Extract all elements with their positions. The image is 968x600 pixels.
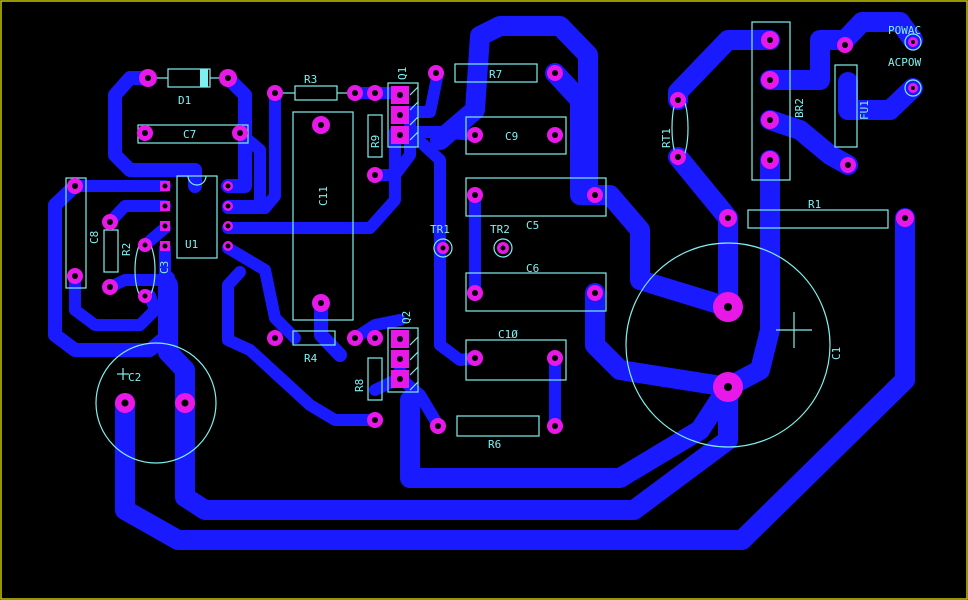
designators: D1 R3 Q1 R7 C7 R9 C9 C11 C8 R2 C3 U1 TR1… xyxy=(88,24,921,451)
label-fu1: FU1 xyxy=(858,100,871,120)
label-r9: R9 xyxy=(369,135,382,148)
r1-pads xyxy=(719,209,914,227)
label-rt1: RT1 xyxy=(660,128,673,148)
trace-q1-r7 xyxy=(404,67,444,118)
c10-pads xyxy=(467,350,563,366)
c3-pads xyxy=(138,238,152,303)
r3-pads xyxy=(267,85,363,101)
c2-pads xyxy=(115,393,195,413)
c5-pads xyxy=(467,187,603,203)
label-acpow: ACPOW xyxy=(888,56,921,69)
trace-q2-r8 xyxy=(222,266,381,426)
trace-c8-loop xyxy=(48,179,175,357)
label-r4: R4 xyxy=(304,352,318,365)
label-c3: C3 xyxy=(158,261,171,274)
label-c8: C8 xyxy=(88,231,101,244)
r8-pads xyxy=(367,412,383,428)
c11-pads xyxy=(312,116,330,312)
label-br2: BR2 xyxy=(793,98,806,118)
pads xyxy=(67,31,918,434)
rt1-pads xyxy=(670,92,686,165)
r9-pads xyxy=(367,167,383,183)
r6-pads xyxy=(430,418,563,434)
label-r6: R6 xyxy=(488,438,501,451)
label-tr1: TR1 xyxy=(430,223,450,236)
d1-pads xyxy=(139,69,237,87)
label-r8: R8 xyxy=(353,379,366,392)
label-d1: D1 xyxy=(178,94,191,107)
silkscreen xyxy=(65,21,922,464)
trace-q1-c9 xyxy=(404,126,481,141)
trace-to-c1-plus xyxy=(400,377,738,488)
label-c10: C1Ø xyxy=(498,328,518,341)
label-q2: Q2 xyxy=(400,311,413,324)
label-r3: R3 xyxy=(304,73,317,86)
label-tr2: TR2 xyxy=(490,223,510,236)
trace-c8-bottom xyxy=(69,270,161,331)
label-r1: R1 xyxy=(808,198,821,211)
label-c1: C1 xyxy=(830,347,843,360)
label-u1: U1 xyxy=(185,238,198,251)
q2-pads xyxy=(391,330,409,388)
power-pads xyxy=(908,37,918,93)
label-q1: Q1 xyxy=(396,67,409,80)
trace-c1-to-br xyxy=(718,150,780,397)
label-r7: R7 xyxy=(489,68,502,81)
label-c7: C7 xyxy=(183,128,196,141)
trace-u1-q2 xyxy=(222,242,301,344)
trace-q1-tr xyxy=(404,126,481,366)
trace-top-loop xyxy=(430,16,598,195)
r4-pads xyxy=(267,330,363,346)
c7-pads xyxy=(137,125,248,141)
trace-c11-r4 xyxy=(314,296,347,362)
c8-pads xyxy=(67,178,83,284)
trace-d1-left xyxy=(108,71,202,193)
label-powac: POWAC xyxy=(888,24,921,37)
trace-r2-bottom xyxy=(104,242,171,293)
label-c9: C9 xyxy=(505,130,518,143)
label-r2: R2 xyxy=(120,243,133,256)
u1-pads xyxy=(160,181,233,251)
c9-pads xyxy=(467,127,563,143)
r7-pads xyxy=(428,65,563,81)
c6-pads xyxy=(467,285,603,301)
label-c11: C11 xyxy=(317,186,330,206)
label-c5: C5 xyxy=(526,219,539,232)
fu1-pads xyxy=(837,37,856,173)
label-c6: C6 xyxy=(526,262,539,275)
trace-c6-c1 xyxy=(585,283,738,397)
trace-br-fu2 xyxy=(760,110,858,175)
trace-rt1 xyxy=(668,147,738,228)
q1-pads xyxy=(391,86,409,144)
label-c2: C2 xyxy=(128,371,141,384)
c1-pads xyxy=(713,292,743,402)
r2-pads xyxy=(102,214,118,295)
br2-pads xyxy=(761,31,779,169)
trace-r3-u1 xyxy=(222,87,281,214)
trace-c2-right xyxy=(175,377,738,520)
trace-fu-acpow xyxy=(838,72,923,120)
tr-pads xyxy=(437,242,509,254)
trace-c2-bottom xyxy=(115,208,915,550)
